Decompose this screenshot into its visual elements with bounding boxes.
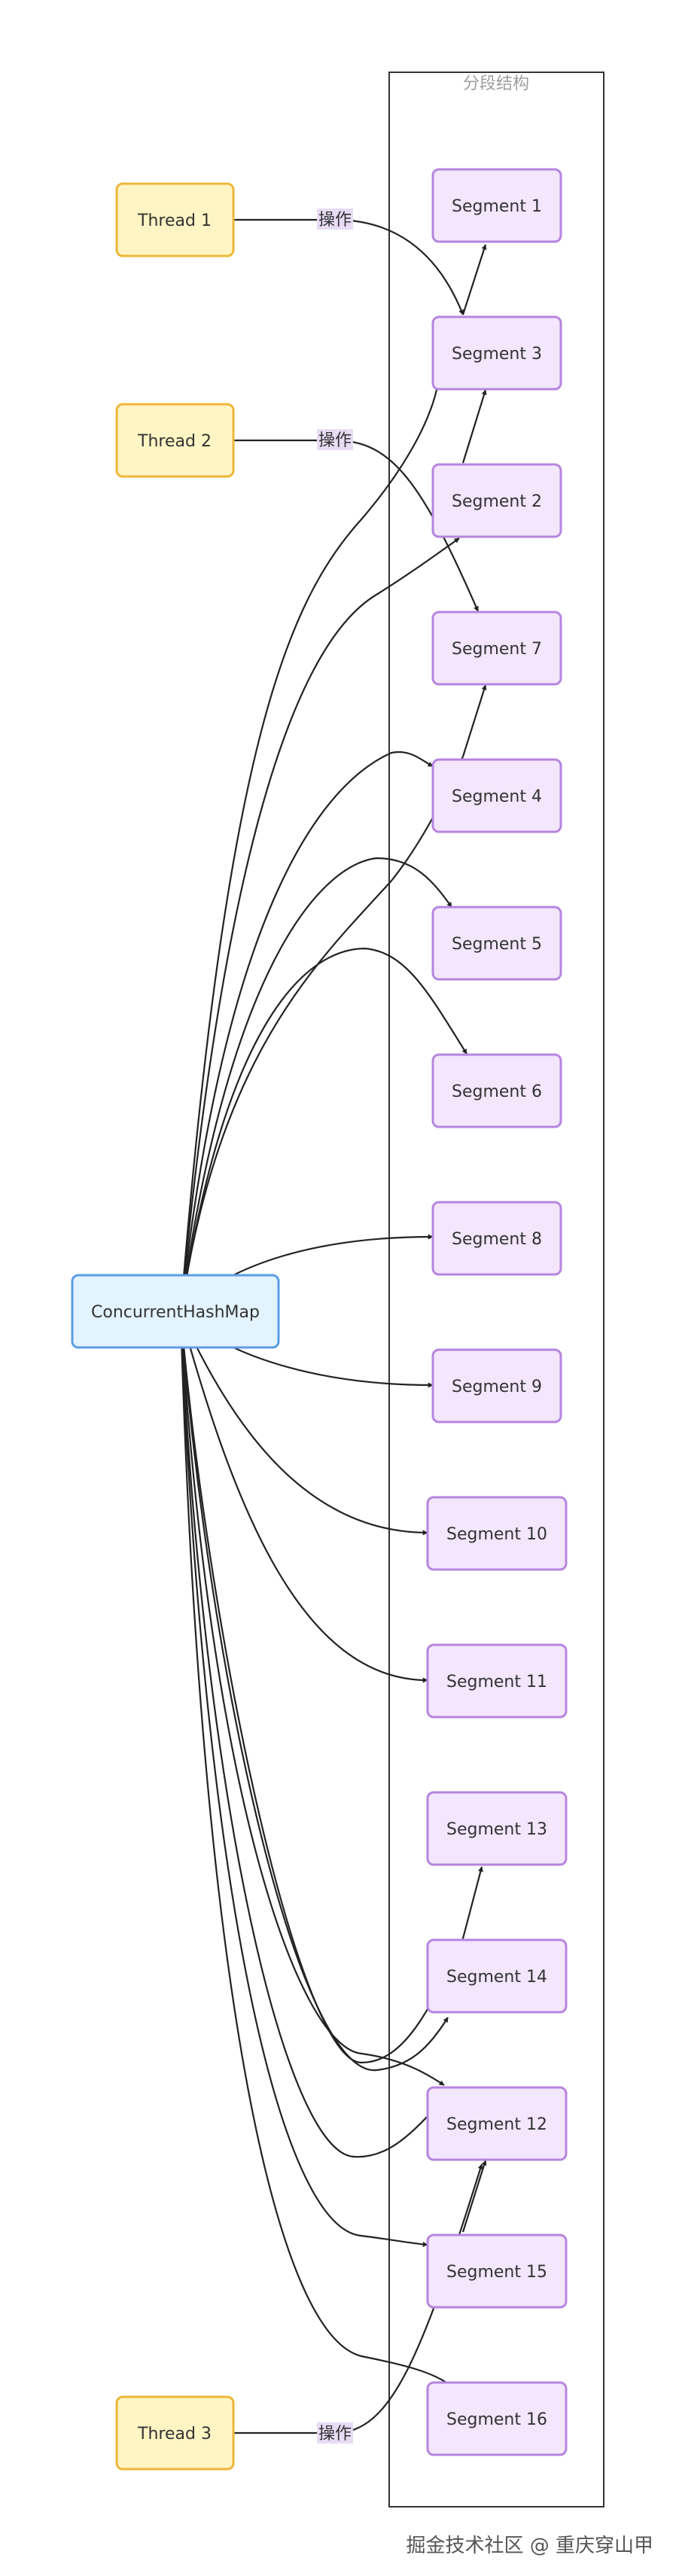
node-segment-10: Segment 10 — [426, 1496, 568, 1571]
svg-text:Segment 7: Segment 7 — [452, 640, 542, 659]
svg-text:操作: 操作 — [318, 211, 352, 230]
edge-map-seg3 — [179, 389, 438, 1314]
svg-text:操作: 操作 — [318, 2425, 352, 2444]
svg-text:Segment 9: Segment 9 — [452, 1378, 542, 1396]
edge-map-seg5 — [179, 857, 452, 1314]
node-segment-7: Segment 7 — [431, 611, 562, 686]
node-segment-4: Segment 4 — [431, 758, 562, 833]
segment-cluster: 分段结构 — [388, 72, 604, 2507]
svg-text:Segment 12: Segment 12 — [446, 2115, 547, 2134]
edge-map-seg7-direct — [179, 756, 464, 1314]
edge-map-seg13-b — [179, 1313, 449, 2072]
edge-seg15-seg12 — [461, 2160, 487, 2233]
node-segment-15: Segment 15 — [426, 2233, 568, 2309]
svg-text:Segment 2: Segment 2 — [452, 492, 542, 511]
watermark: 掘金技术社区 @ 重庆穿山甲 — [406, 2535, 653, 2557]
edge-map-seg15 — [179, 1313, 428, 2247]
svg-text:Segment 4: Segment 4 — [452, 787, 542, 806]
svg-text:Thread 2: Thread 2 — [137, 432, 212, 451]
node-thread-3: Thread 3 — [115, 2395, 235, 2471]
edge-label-thread3: 操作 — [317, 2422, 353, 2444]
svg-text:Segment 15: Segment 15 — [446, 2263, 547, 2282]
node-segment-8: Segment 8 — [431, 1201, 562, 1276]
node-segment-6: Segment 6 — [431, 1053, 562, 1128]
node-thread-2: Thread 2 — [115, 403, 235, 478]
node-segment-12: Segment 12 — [426, 2086, 568, 2161]
edge-label-thread2: 操作 — [317, 429, 353, 450]
svg-text:ConcurrentHashMap: ConcurrentHashMap — [91, 1303, 260, 1322]
node-segment-16: Segment 16 — [426, 2381, 568, 2456]
node-segment-11: Segment 11 — [426, 1643, 568, 1719]
edge-seg3-seg1 — [461, 244, 487, 315]
edge-map-seg6 — [179, 947, 467, 1314]
svg-text:Segment 13: Segment 13 — [446, 1820, 547, 1839]
node-segment-2: Segment 2 — [431, 463, 562, 538]
node-segment-9: Segment 9 — [431, 1348, 562, 1423]
edge-map-seg11 — [179, 1313, 428, 1683]
edge-label-thread1: 操作 — [317, 209, 353, 230]
svg-text:操作: 操作 — [318, 431, 352, 450]
cluster-title: 分段结构 — [463, 75, 529, 93]
edge-map-seg12 — [179, 1313, 460, 2158]
svg-text:Segment 1: Segment 1 — [452, 197, 542, 216]
edge-seg14-seg13 — [461, 1866, 483, 1939]
edge-map-seg2 — [179, 537, 460, 1314]
edge-seg2-seg3 — [461, 389, 487, 464]
edge-labels: 操作 操作 操作 — [317, 209, 353, 2444]
node-segment-3: Segment 3 — [431, 315, 562, 391]
node-segment-5: Segment 5 — [431, 906, 562, 981]
edge-map-seg16 — [179, 1313, 452, 2387]
svg-text:Segment 8: Segment 8 — [452, 1230, 542, 1249]
svg-text:Thread 3: Thread 3 — [137, 2425, 212, 2444]
node-concurrenthashmap: ConcurrentHashMap — [71, 1274, 280, 1349]
svg-text:Thread 1: Thread 1 — [137, 212, 212, 230]
svg-text:Segment 6: Segment 6 — [452, 1082, 542, 1101]
svg-text:Segment 3: Segment 3 — [452, 345, 542, 364]
edges — [179, 218, 487, 2434]
svg-text:Segment 10: Segment 10 — [446, 1525, 547, 1544]
node-segment-14: Segment 14 — [426, 1938, 568, 2014]
node-segment-13: Segment 13 — [426, 1791, 568, 1866]
svg-text:Segment 16: Segment 16 — [446, 2410, 547, 2429]
edge-map-seg13-a — [179, 1313, 464, 2064]
edge-map-seg4 — [179, 751, 434, 1314]
svg-text:Segment 11: Segment 11 — [446, 1673, 547, 1691]
node-segment-1: Segment 1 — [431, 168, 562, 243]
node-thread-1: Thread 1 — [115, 182, 235, 257]
svg-text:Segment 14: Segment 14 — [446, 1968, 547, 1987]
edge-map-seg14 — [179, 1313, 445, 2086]
svg-text:Segment 5: Segment 5 — [452, 935, 542, 954]
edge-thread1-seg3 — [233, 218, 464, 315]
edge-map-seg10 — [179, 1313, 428, 1536]
edge-seg4-seg7 — [461, 684, 487, 757]
